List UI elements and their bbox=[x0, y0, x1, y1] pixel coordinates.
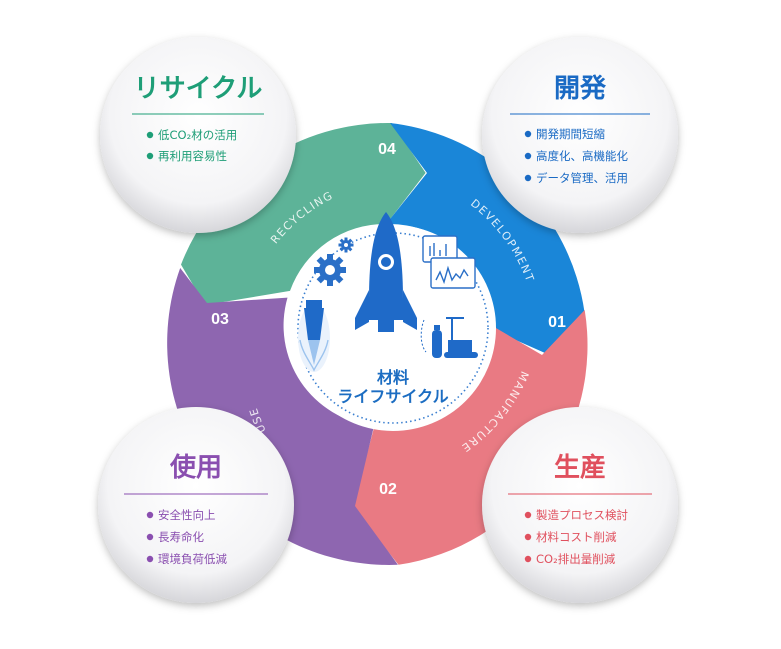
card-use: 使用 安全性向上 長寿命化 環境負荷低減 bbox=[98, 407, 294, 603]
card-item: 低CO₂材の活用 bbox=[158, 128, 237, 142]
card-item: 環境負荷低減 bbox=[158, 552, 227, 566]
card-title-recycling: リサイクル bbox=[134, 74, 263, 104]
gas-cylinder-icon bbox=[420, 319, 442, 358]
segment-number-03: 03 bbox=[211, 311, 229, 328]
rocket-icon bbox=[355, 212, 417, 332]
crane-vehicle-icon bbox=[444, 317, 478, 358]
card-development: 開発 開発期間短縮 高度化、高機能化 データ管理、活用 bbox=[482, 37, 678, 233]
center-title-line1: 材料 bbox=[377, 368, 409, 387]
segment-development bbox=[386, 123, 585, 353]
card-item: データ管理、活用 bbox=[536, 171, 628, 185]
segment-recycling bbox=[181, 122, 426, 305]
card-title-development: 開発 bbox=[554, 74, 607, 104]
card-manufacture: 生産 製造プロセス検討 材料コスト削減 CO₂排出量削減 bbox=[482, 407, 678, 603]
segment-number-01: 01 bbox=[548, 314, 566, 331]
card-item: 再利用容易性 bbox=[158, 149, 227, 163]
card-title-use: 使用 bbox=[169, 453, 222, 483]
center-title-line2: ライフサイクル bbox=[337, 387, 448, 406]
card-item: 長寿命化 bbox=[158, 530, 204, 544]
center-hub: 材料 ライフサイクル bbox=[290, 212, 496, 431]
card-recycling: リサイクル 低CO₂材の活用 再利用容易性 bbox=[100, 37, 296, 233]
card-item: 製造プロセス検討 bbox=[536, 508, 628, 522]
segment-number-04: 04 bbox=[378, 141, 396, 158]
chart-monitor-icon bbox=[422, 235, 476, 289]
card-item: CO₂排出量削減 bbox=[536, 552, 616, 566]
segment-numbers: 01 02 03 04 bbox=[211, 141, 566, 498]
gear-icon bbox=[314, 254, 346, 286]
card-item: 材料コスト削減 bbox=[536, 530, 617, 544]
segment-manufacture bbox=[353, 310, 588, 565]
small-gear-icon bbox=[338, 237, 354, 253]
card-item: 開発期間短縮 bbox=[536, 127, 605, 141]
segment-number-02: 02 bbox=[379, 481, 397, 498]
card-title-manufacture: 生産 bbox=[554, 452, 606, 483]
card-item: 高度化、高機能化 bbox=[536, 149, 628, 163]
jet-engine-icon bbox=[298, 300, 330, 372]
card-item: 安全性向上 bbox=[158, 508, 216, 522]
